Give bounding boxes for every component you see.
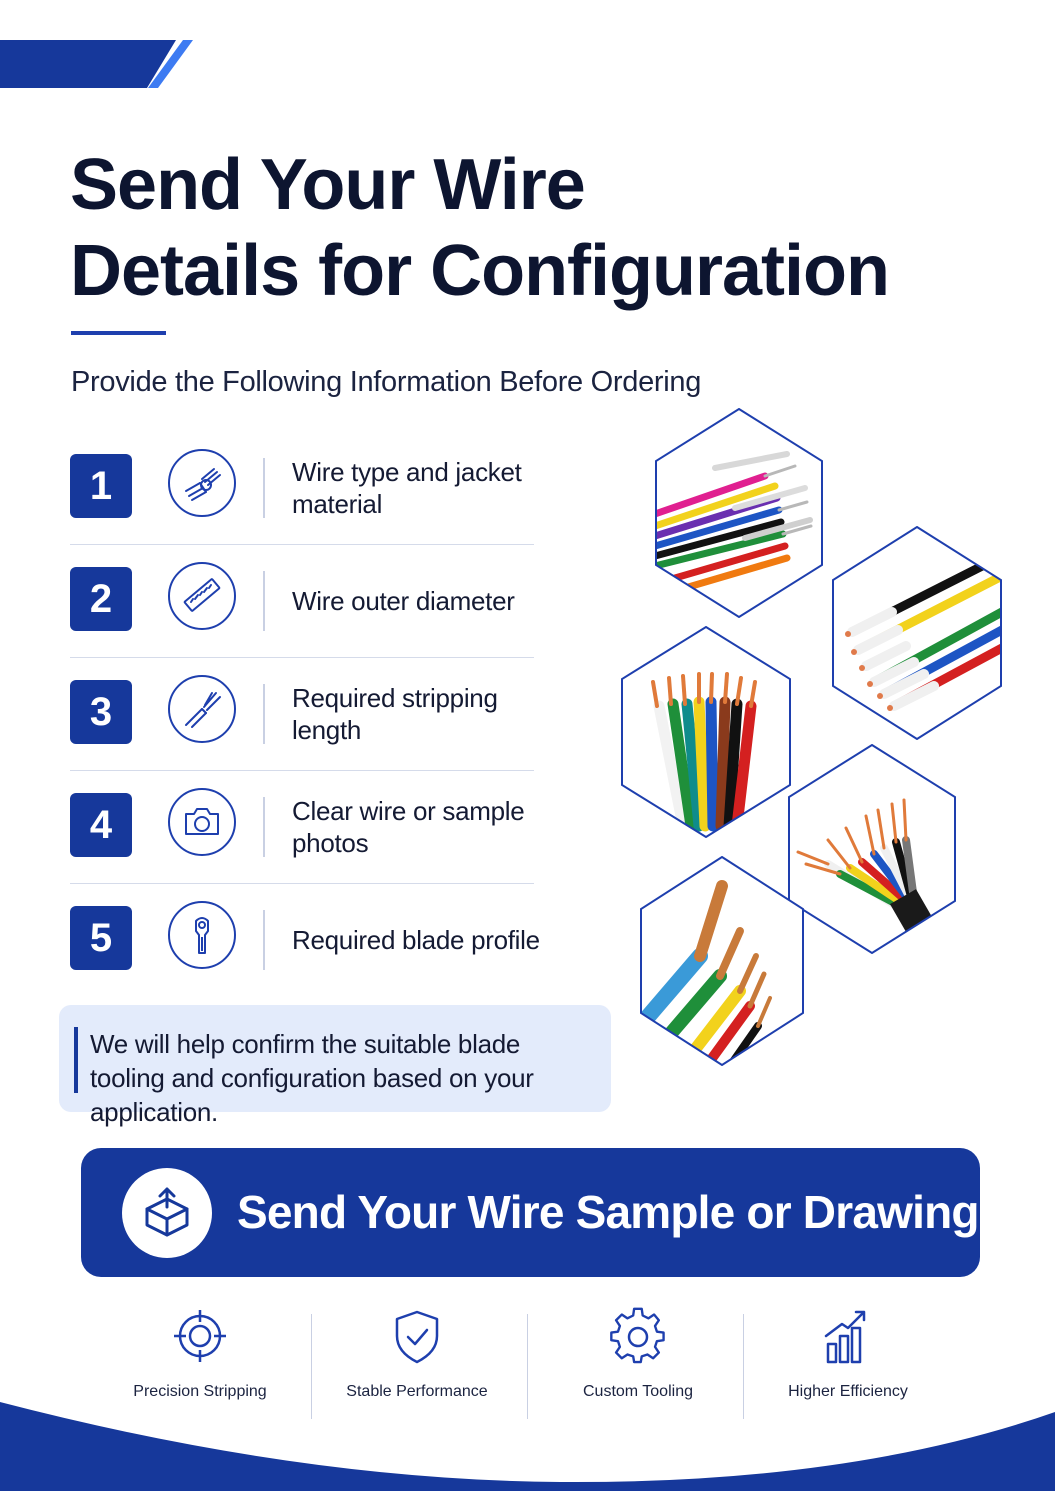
title-underline (71, 331, 166, 335)
feature-precision-stripping: Precision Stripping (105, 1306, 295, 1402)
step-number: 5 (70, 906, 132, 970)
note-text: We will help confirm the suitable blade … (90, 1029, 534, 1127)
send-sample-button[interactable]: Send Your Wire Sample or Drawing (81, 1148, 980, 1277)
feature-divider (527, 1314, 528, 1419)
step-number: 4 (70, 793, 132, 857)
feature-label: Custom Tooling (583, 1383, 693, 1400)
page-title-line-2: Details for Configuration (70, 231, 890, 311)
step-item-4: 4 Clear wire or sample photos (70, 771, 534, 884)
ruler-icon (168, 562, 236, 630)
feature-higher-efficiency: Higher Efficiency (753, 1306, 943, 1402)
feature-stable-performance: Stable Performance (322, 1306, 512, 1402)
wire-photo-diagonal-colored (832, 526, 1002, 740)
page-title: Send Your Wire Details for Configuration (70, 142, 890, 314)
page-title-line-1: Send Your Wire (70, 145, 586, 225)
steps-list: 1 Wire type and jacket material 2 Wire o… (70, 432, 540, 996)
step-divider (263, 571, 265, 631)
info-note: We will help confirm the suitable blade … (59, 1005, 611, 1127)
shield-check-icon (322, 1306, 512, 1372)
wire-bundle-icon (168, 449, 236, 517)
feature-label: Precision Stripping (133, 1383, 267, 1400)
stripped-wire-icon (168, 675, 236, 743)
step-label: Wire outer diameter (292, 586, 515, 616)
blade-icon (168, 901, 236, 969)
features-row: Precision Stripping Stable Performance C… (90, 1306, 955, 1424)
step-divider (263, 458, 265, 518)
step-divider (263, 684, 265, 744)
feature-label: Stable Performance (346, 1383, 488, 1400)
step-divider (263, 910, 265, 970)
wire-photo-copper-wires (640, 856, 804, 1066)
step-number: 2 (70, 567, 132, 631)
step-number: 1 (70, 454, 132, 518)
step-number: 3 (70, 680, 132, 744)
note-accent-bar (74, 1027, 78, 1093)
wire-photo-vertical-colored (621, 626, 791, 838)
step-label: Wire type and jacket material (292, 457, 522, 519)
wire-photo-multicore-cable (788, 744, 956, 954)
top-accent-band (0, 40, 193, 88)
step-label: Required stripping length (292, 683, 498, 745)
step-label: Clear wire or sample photos (292, 796, 525, 858)
step-item-5: 5 Required blade profile (70, 884, 540, 996)
bottom-wave-decoration (0, 1402, 1055, 1491)
step-divider (263, 797, 265, 857)
target-icon (105, 1306, 295, 1372)
feature-divider (311, 1314, 312, 1419)
step-label: Required blade profile (292, 925, 540, 955)
feature-custom-tooling: Custom Tooling (543, 1306, 733, 1402)
feature-divider (743, 1314, 744, 1419)
step-item-2: 2 Wire outer diameter (70, 545, 534, 658)
step-item-1: 1 Wire type and jacket material (70, 432, 534, 545)
send-sample-button-label: Send Your Wire Sample or Drawing (237, 1186, 979, 1238)
page-subtitle: Provide the Following Information Before… (71, 366, 702, 398)
step-item-3: 3 Required stripping length (70, 658, 534, 771)
upload-box-icon (122, 1168, 212, 1258)
gear-icon (543, 1306, 733, 1372)
growth-chart-icon (753, 1306, 943, 1372)
feature-label: Higher Efficiency (788, 1383, 908, 1400)
wire-photo-mixed-bundle (655, 408, 823, 618)
camera-icon (168, 788, 236, 856)
